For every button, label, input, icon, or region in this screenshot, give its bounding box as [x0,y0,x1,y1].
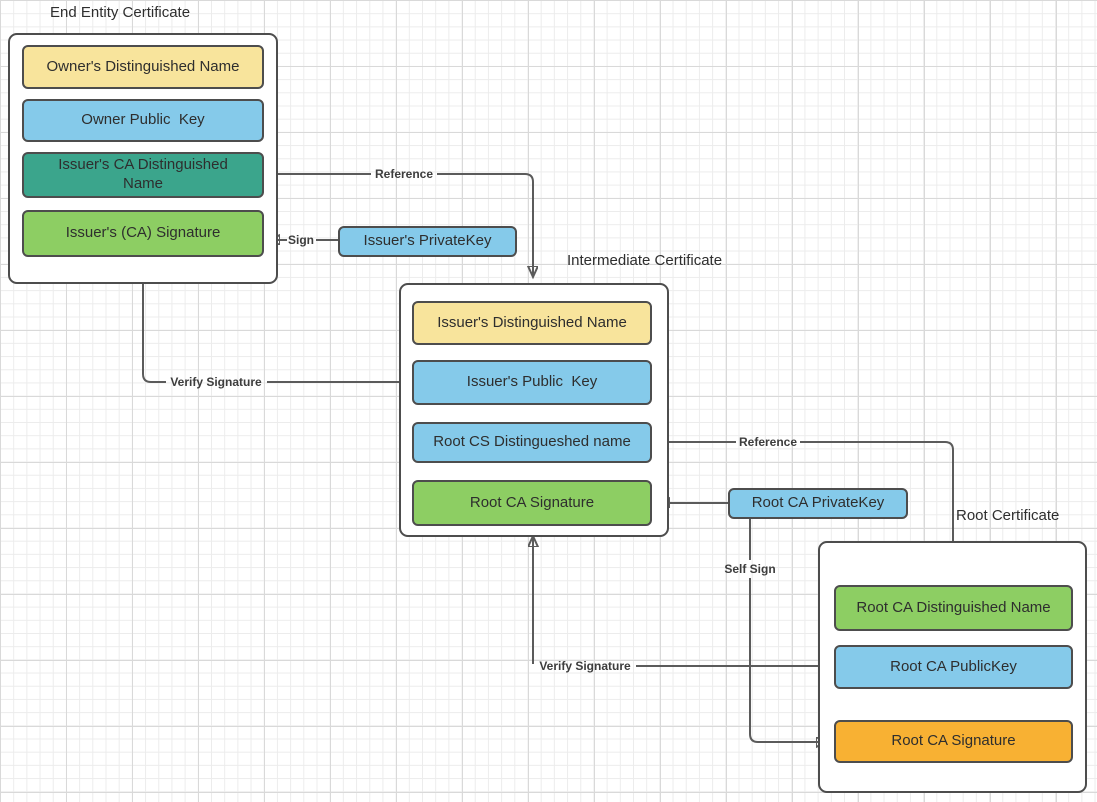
root-ca-distinguished-name-box[interactable]: Root CA Distinguished Name [834,585,1073,631]
self-sign-label: Self Sign [724,562,776,576]
intermediate-certificate-title: Intermediate Certificate [567,252,723,269]
sign-label: Sign [288,233,314,247]
root-ca-privatekey-box[interactable]: Root CA PrivateKey [728,488,908,519]
end-entity-certificate-title: End Entity Certificate [50,4,191,21]
root-ca-signature-root-box[interactable]: Root CA Signature [834,720,1073,763]
reference-top-label: Reference [374,167,434,181]
issuers-privatekey-box[interactable]: Issuer's PrivateKey [338,226,517,257]
root-ca-signature-intermediate-box[interactable]: Root CA Signature [412,480,652,526]
verify-signature-1-label: Verify Signature [170,375,262,389]
root-ca-publickey-box[interactable]: Root CA PublicKey [834,645,1073,689]
reference-bottom-label: Reference [738,435,798,449]
issuers-ca-distinguished-name-box[interactable]: Issuer's CA Distinguished Name [22,152,264,198]
issuers-ca-signature-box[interactable]: Issuer's (CA) Signature [22,210,264,257]
root-cs-distingueshed-name-box[interactable]: Root CS Distingueshed name [412,422,652,463]
verify-signature-2-label: Verify Signature [539,659,631,673]
root-certificate-title: Root Certificate [956,507,1060,524]
issuers-distinguished-name-box[interactable]: Issuer's Distinguished Name [412,301,652,345]
owner-public-key-box[interactable]: Owner Public Key [22,99,264,142]
issuers-public-key-box[interactable]: Issuer's Public Key [412,360,652,405]
owners-distinguished-name-box[interactable]: Owner's Distinguished Name [22,45,264,89]
